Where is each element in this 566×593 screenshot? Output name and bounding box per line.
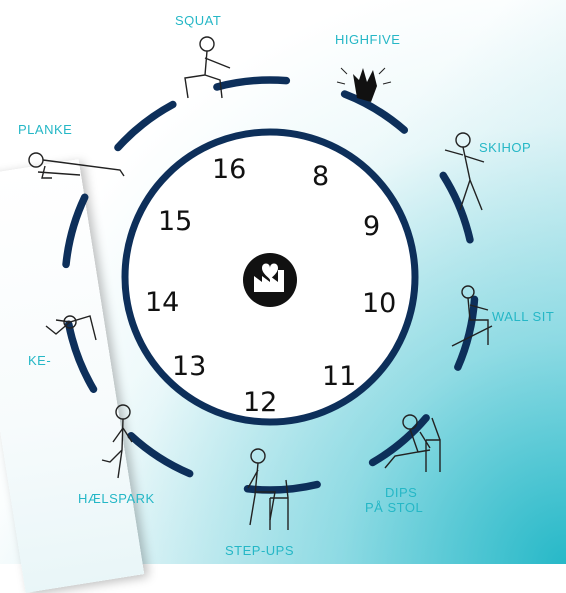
exercise-clock [0,0,566,564]
label-dips-line2: PÅ STOL [365,501,423,515]
hour-13: 13 [172,352,206,382]
label-stepups: STEP-UPS [225,544,294,558]
label-skihop: SKIHOP [479,141,531,155]
hour-14: 14 [145,288,179,318]
label-highfive: HIGHFIVE [335,33,400,47]
label-wallsit: WALL SIT [492,310,554,324]
hour-8: 8 [312,162,329,192]
label-haelspark: HÆLSPARK [78,492,155,506]
hour-15: 15 [158,207,192,237]
planke-figure [29,153,124,178]
poster: 8 9 10 11 12 13 14 15 16 SQUAT HIGHFIVE … [0,0,566,564]
hour-11: 11 [322,362,356,392]
label-dips: DIPS [385,486,417,500]
label-partial: KE- [28,354,51,368]
haelspark-figure [102,405,132,478]
hour-16: 16 [212,155,246,185]
heart-factory-icon [243,253,297,307]
hour-10: 10 [362,289,396,319]
hour-9: 9 [363,212,380,242]
label-planke: PLANKE [18,123,72,137]
hour-12: 12 [243,388,277,418]
label-squat: SQUAT [175,14,221,28]
dips-figure [385,415,440,472]
